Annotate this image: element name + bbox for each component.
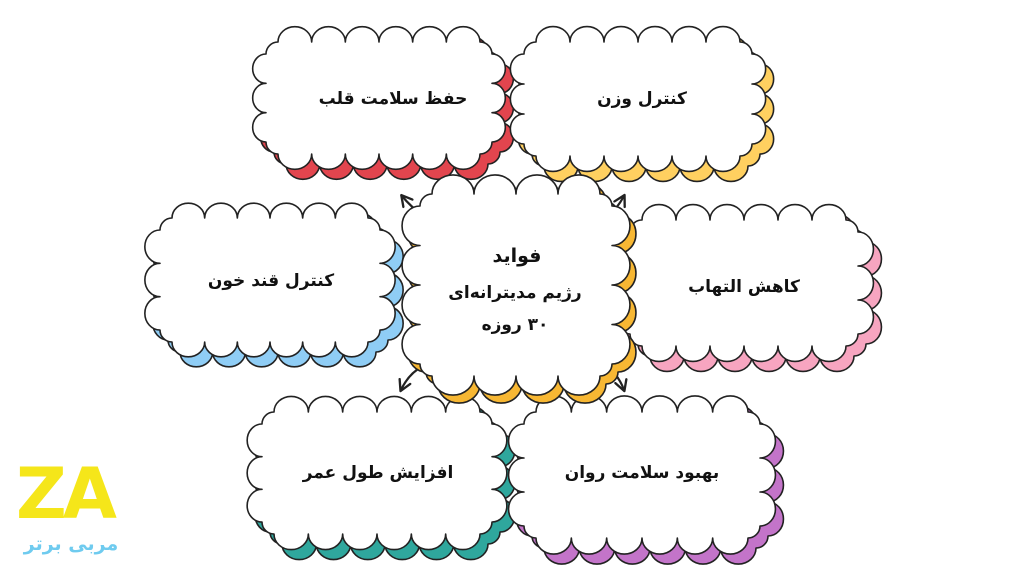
label-longevity: افزایش طول عمر bbox=[302, 463, 454, 483]
brand-logo: ZA مربی برتر bbox=[16, 456, 126, 568]
cloud-body bbox=[401, 174, 631, 396]
cloud-body bbox=[144, 202, 396, 358]
center-subtitle: رژیم مدیترانه‌ای bbox=[448, 283, 582, 303]
label-heart: حفظ سلامت قلب bbox=[318, 89, 468, 109]
logo-mark: ZA bbox=[16, 453, 117, 535]
center-duration: ۳۰ روزه bbox=[481, 315, 549, 335]
label-mental: بهبود سلامت روان bbox=[564, 463, 720, 483]
node-mental bbox=[507, 395, 785, 565]
node-inflammation bbox=[613, 203, 883, 373]
node-sugar bbox=[144, 202, 404, 368]
cloud-body bbox=[251, 25, 507, 171]
label-inflammation: کاهش التهاب bbox=[688, 277, 800, 297]
cloud-body bbox=[509, 25, 767, 173]
node-heart bbox=[251, 25, 515, 181]
cloud-body bbox=[246, 395, 508, 551]
cloud-body bbox=[507, 395, 777, 555]
logo-subtitle: مربی برتر bbox=[23, 533, 119, 555]
node-weight bbox=[509, 25, 775, 183]
label-sugar: کنترل قند خون bbox=[207, 271, 335, 291]
center-title: فواید bbox=[492, 245, 542, 267]
label-weight: کنترل وزن bbox=[597, 89, 687, 109]
center-cloud bbox=[401, 174, 637, 404]
node-longevity bbox=[246, 395, 516, 561]
